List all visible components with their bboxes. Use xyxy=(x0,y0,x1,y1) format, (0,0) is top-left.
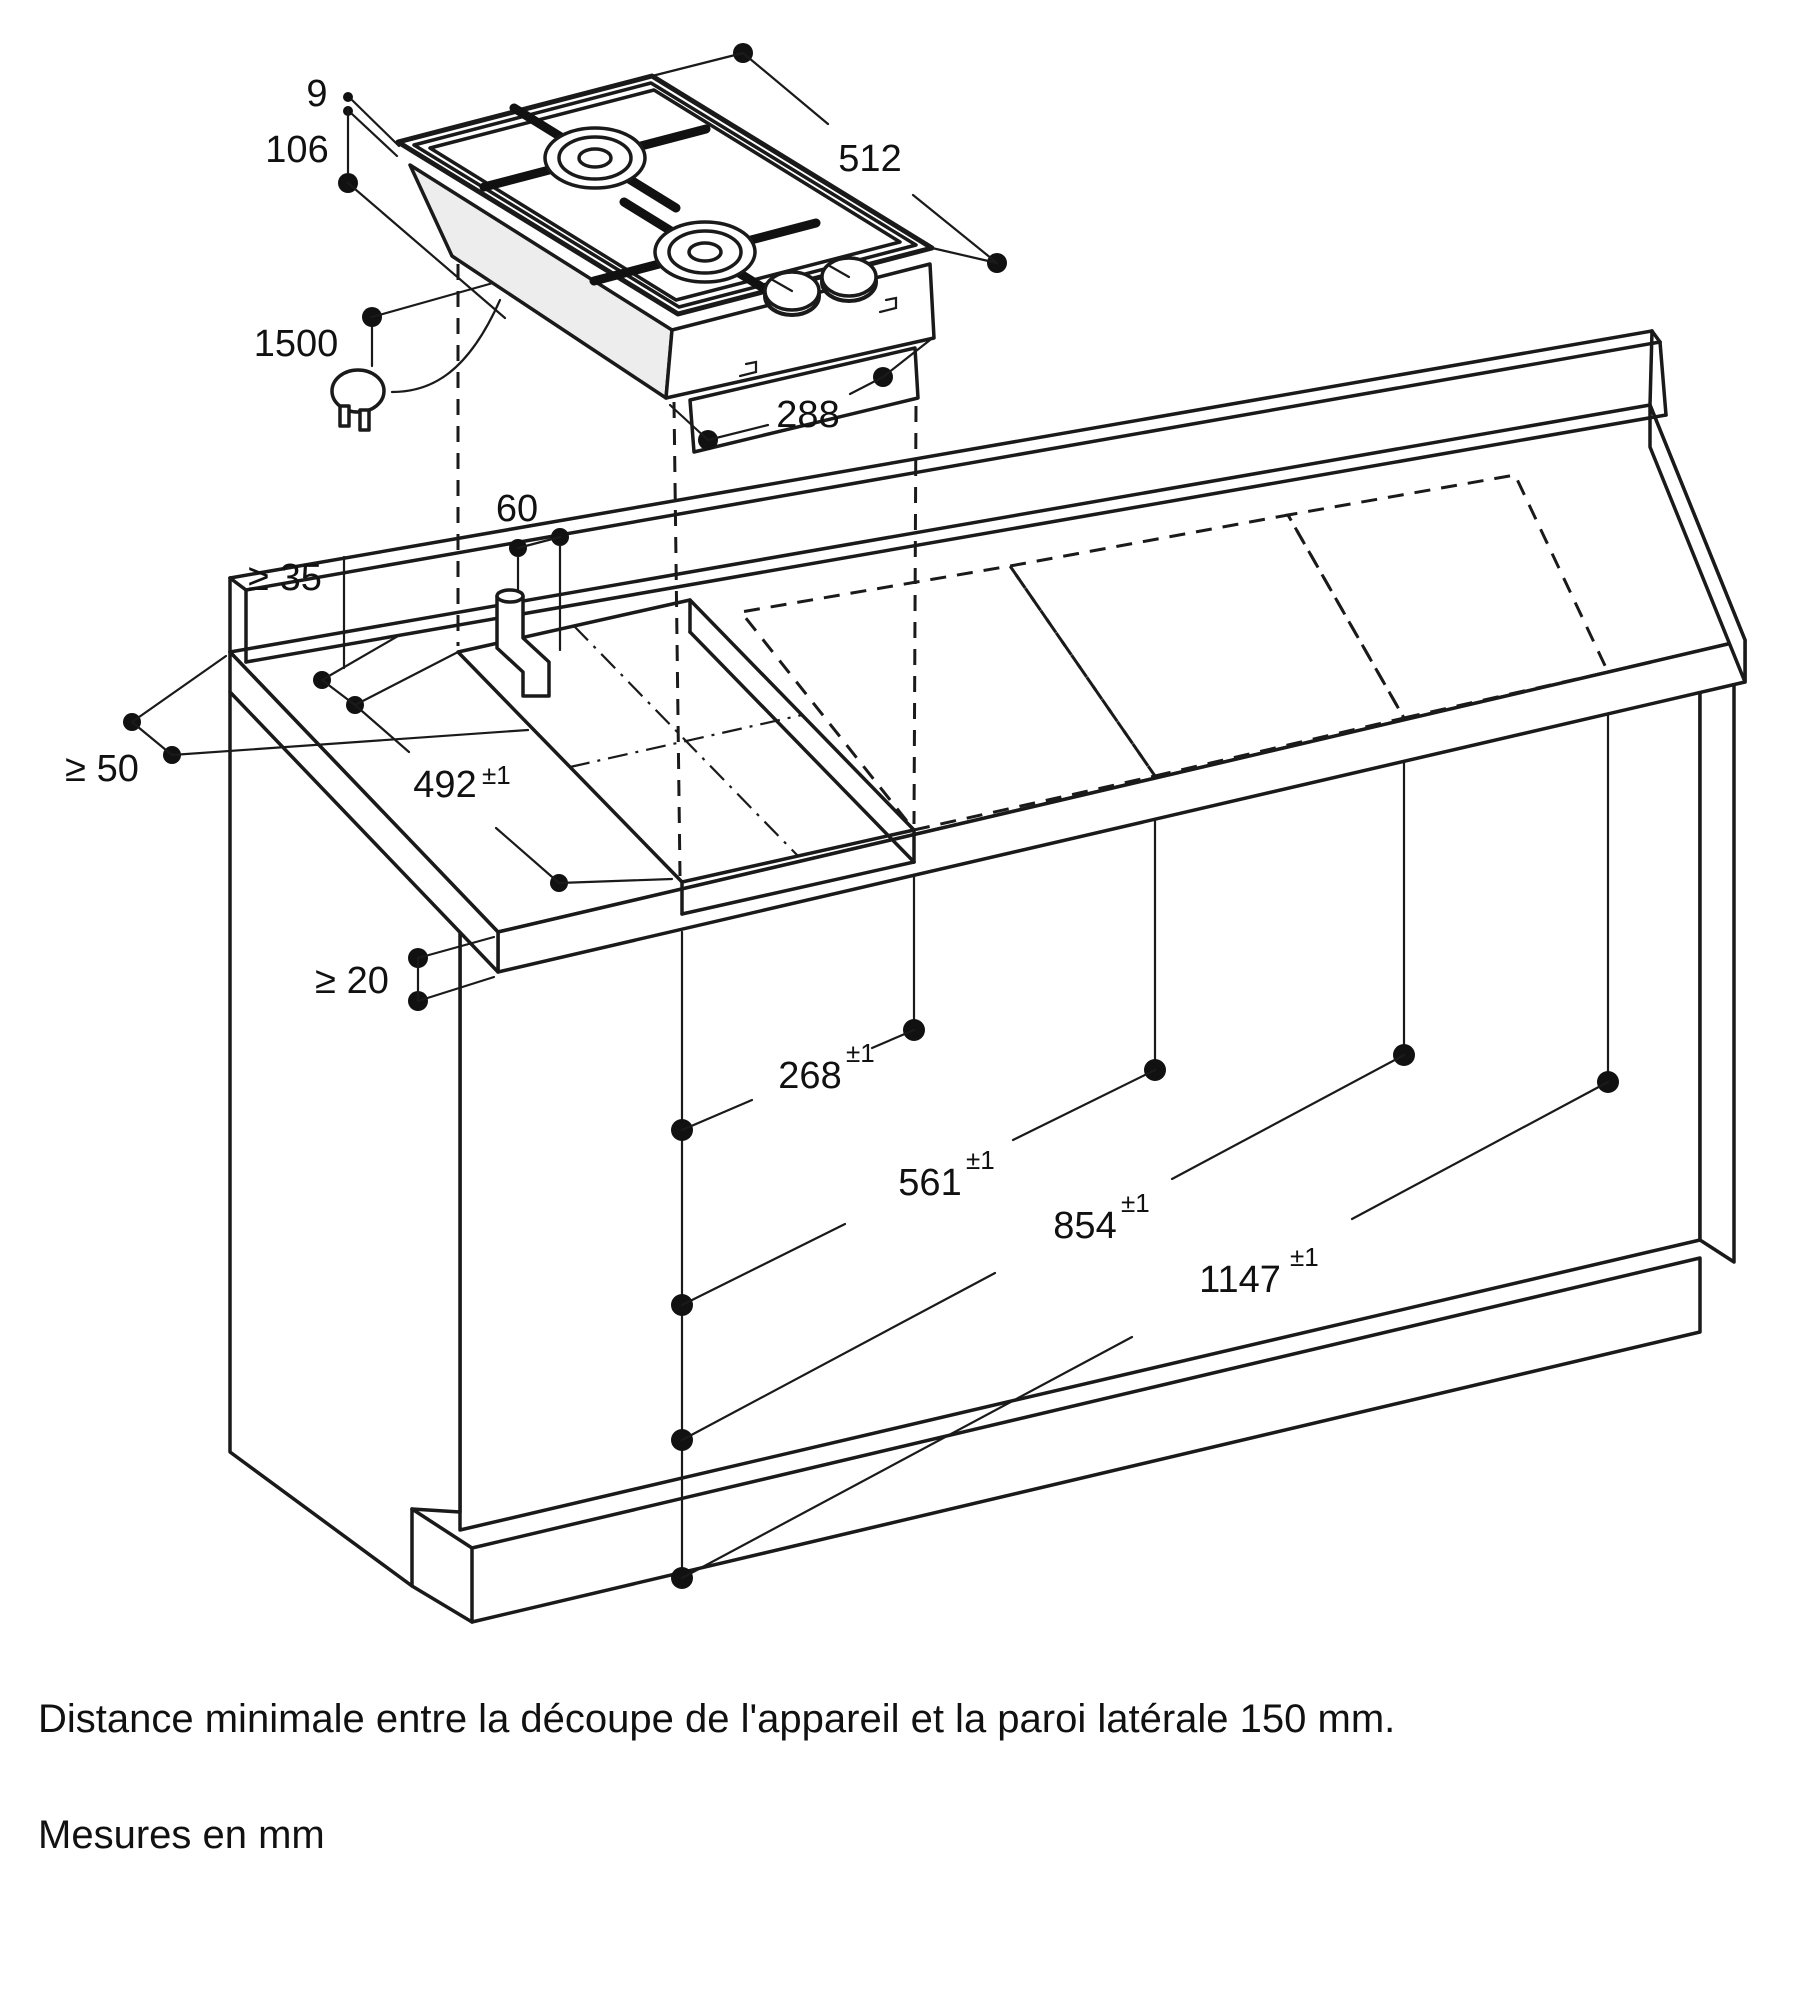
countertop-illustration xyxy=(228,264,1747,1624)
cooktop-well-frame xyxy=(428,88,902,302)
zone-1 xyxy=(738,564,1158,832)
dim-106-label: 106 xyxy=(265,129,328,171)
cooktop-illustration xyxy=(330,73,936,454)
dim-854: 854 ±1 xyxy=(680,1053,1406,1442)
control-knob-icon xyxy=(763,270,821,317)
mounting-clip-icon xyxy=(878,296,898,314)
dim-60-label: 60 xyxy=(496,488,538,530)
dim-ge50-label: ≥ 50 xyxy=(65,748,139,790)
dim-288-label: 288 xyxy=(776,394,839,436)
dim-268: 268 ±1 xyxy=(680,1028,916,1132)
cabinet-right-side xyxy=(1698,660,1736,1264)
power-cord xyxy=(390,298,502,394)
power-plug-icon xyxy=(330,368,386,432)
dim-512: 512 xyxy=(650,43,1007,273)
dim-ge20: ≥ 20 xyxy=(315,935,496,1011)
gas-pipe-icon xyxy=(495,588,551,698)
dim-268-label: 268 xyxy=(778,1055,841,1097)
dim-1500-label: 1500 xyxy=(254,323,339,365)
dim-1147-tolerance: ±1 xyxy=(1290,1242,1319,1272)
burner-icon xyxy=(653,220,757,284)
note-units: Mesures en mm xyxy=(38,1813,325,1857)
dim-492: 492 ±1 xyxy=(353,703,674,892)
plinth-step-top xyxy=(410,1507,474,1550)
dim-561: 561 ±1 xyxy=(680,1068,1157,1307)
control-knob-icon xyxy=(820,256,878,303)
dim-9-label: 9 xyxy=(306,73,327,115)
dim-1147: 1147 ±1 xyxy=(680,1080,1610,1580)
worktop-right-edge xyxy=(1648,403,1747,684)
cutout-centerline-width xyxy=(569,713,803,769)
dim-268-tolerance: ±1 xyxy=(846,1038,875,1068)
burner-icon xyxy=(543,126,647,190)
dim-1500: 1500 xyxy=(254,281,495,368)
dim-512-label: 512 xyxy=(838,138,901,180)
worktop-left-edge xyxy=(228,650,500,974)
dim-chain: 268 ±1 561 ±1 854 ±1 1147 ±1 xyxy=(671,712,1619,1589)
dim-ge35-label: ≥ 35 xyxy=(248,557,322,599)
dim-ge50: ≥ 50 xyxy=(65,654,530,790)
cooktop-burner-box xyxy=(688,346,920,454)
dim-492-label: 492 xyxy=(413,764,476,806)
dim-106: 106 xyxy=(265,105,507,320)
projection-lines xyxy=(456,264,918,877)
dim-854-tolerance: ±1 xyxy=(1121,1188,1150,1218)
plinth-step-bottom xyxy=(410,1584,474,1624)
dim-60: 60 xyxy=(496,488,569,652)
dim-ge35: ≥ 35 xyxy=(248,555,460,714)
dim-ge20-label: ≥ 20 xyxy=(315,960,389,1002)
cooktop-rim-inner xyxy=(412,81,918,309)
dim-492-tolerance: ±1 xyxy=(482,760,511,790)
mounting-clip-icon xyxy=(738,360,758,378)
backsplash xyxy=(228,329,1668,664)
dashed-appliance-zones xyxy=(738,473,1611,832)
zone-3 xyxy=(1285,473,1611,720)
note-side-clearance: Distance minimale entre la découpe de l'… xyxy=(38,1697,1395,1741)
dim-561-label: 561 xyxy=(898,1162,961,1204)
dim-288: 288 xyxy=(668,338,932,450)
dim-1147-label: 1147 xyxy=(1199,1259,1281,1301)
dim-854-label: 854 xyxy=(1053,1205,1116,1247)
cabinet-plinth xyxy=(470,1256,1702,1624)
dim-561-tolerance: ±1 xyxy=(966,1145,995,1175)
